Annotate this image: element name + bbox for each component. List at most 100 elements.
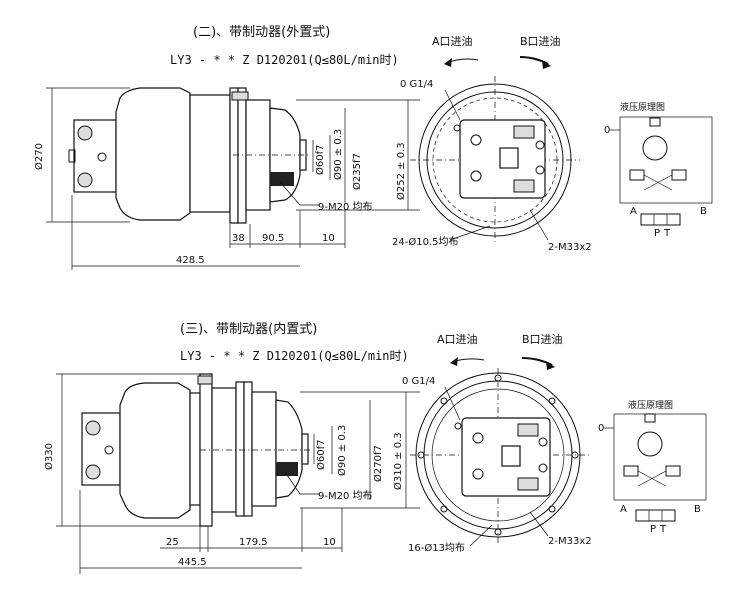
port-b-fitting bbox=[517, 423, 539, 437]
dim-bolts: 9-M20 均布 bbox=[318, 201, 373, 213]
dim-l25: 25 bbox=[166, 537, 179, 548]
port-fitting bbox=[77, 125, 93, 141]
dim-l90: 90.5 bbox=[262, 233, 284, 244]
check-valve bbox=[629, 169, 645, 181]
g-port bbox=[454, 422, 462, 430]
hyd-port-p: P bbox=[650, 524, 656, 535]
brake-symbol bbox=[649, 117, 661, 127]
check-valve bbox=[671, 169, 687, 181]
dim-d90: Ø90 ± 0.3 bbox=[336, 425, 348, 476]
section2-title: (三)、带制动器(内置式) bbox=[180, 321, 317, 337]
side-view-2: Ø330 Ø60f7 Ø90 ± 0.3 Ø270f7 Ø310 ± 0.3 9… bbox=[43, 373, 420, 574]
motor-housing bbox=[115, 87, 191, 221]
dim-bolts: 9-M20 均布 bbox=[318, 490, 373, 502]
dim-d60: Ø60f7 bbox=[314, 145, 326, 175]
flange-ring bbox=[243, 381, 253, 517]
side-view-1: Ø270 Ø60f7 Ø90 ± 0.3 Ø235f7 Ø252 ± 0.3 9… bbox=[33, 87, 420, 270]
dim-l179: 179.5 bbox=[239, 537, 268, 548]
section2-model: LY3 - * * Z D120201(Q≤80L/min时) bbox=[180, 349, 409, 363]
output-cover bbox=[275, 399, 303, 499]
valve-core bbox=[499, 147, 519, 169]
brake-housing bbox=[189, 94, 231, 213]
leader bbox=[529, 209, 549, 241]
dim-l10: 10 bbox=[322, 233, 335, 244]
cross-line bbox=[637, 470, 667, 487]
section-internal-brake: (三)、带制动器(内置式) LY3 - * * Z D120201(Q≤80L/… bbox=[43, 321, 707, 574]
cross-line bbox=[643, 174, 673, 191]
flange-ring bbox=[235, 381, 245, 517]
dim-ports: 2-M33x2 bbox=[548, 536, 592, 547]
output-shaft bbox=[301, 433, 309, 465]
g-port bbox=[453, 124, 461, 132]
hyd-port-t: T bbox=[663, 228, 671, 239]
arrow-a-head-icon bbox=[444, 58, 452, 67]
leader bbox=[444, 89, 461, 121]
hyd-port-b: B bbox=[700, 206, 707, 217]
port-fitting bbox=[104, 445, 114, 455]
directional-valve bbox=[635, 509, 676, 522]
bearing-housing bbox=[251, 391, 277, 507]
pilot-port-label: 0 bbox=[598, 423, 604, 434]
hydraulic-title: 液压原理图 bbox=[620, 101, 665, 113]
bolt-head bbox=[472, 432, 484, 444]
leader bbox=[469, 524, 493, 547]
port-fitting bbox=[97, 152, 107, 162]
bolt-head bbox=[535, 140, 545, 150]
hyd-port-t: T bbox=[659, 524, 667, 535]
hydraulic-title: 液压原理图 bbox=[628, 399, 673, 411]
dim-l10: 10 bbox=[323, 537, 336, 548]
valve-core bbox=[501, 445, 521, 467]
mount-hole bbox=[548, 397, 556, 405]
dim-ports: 2-M33x2 bbox=[548, 242, 592, 253]
dim-d310: Ø310 ± 0.3 bbox=[392, 432, 404, 490]
dim-d60: Ø60f7 bbox=[315, 440, 327, 470]
port-a-label: A口进油 bbox=[432, 34, 473, 48]
mount-hole bbox=[440, 505, 448, 513]
leader bbox=[284, 471, 301, 495]
port-fitting bbox=[85, 420, 101, 436]
dim-l38: 38 bbox=[232, 233, 245, 244]
flange-ring bbox=[237, 87, 247, 224]
mount-hole bbox=[548, 505, 556, 513]
flange-cap bbox=[231, 91, 249, 101]
motor-symbol bbox=[637, 431, 663, 457]
leader bbox=[449, 225, 491, 241]
g-port-label: 0 G1/4 bbox=[400, 79, 433, 90]
dim-d270: Ø270 bbox=[33, 143, 45, 170]
check-valve bbox=[665, 465, 681, 477]
port-a-fitting bbox=[517, 477, 539, 491]
spline-section bbox=[270, 172, 294, 186]
leader bbox=[444, 386, 461, 421]
section1-title: (二)、带制动器(外置式) bbox=[193, 25, 330, 40]
dim-total: 428.5 bbox=[176, 255, 205, 266]
dim-total: 445.5 bbox=[178, 557, 207, 568]
plug bbox=[68, 149, 76, 163]
check-valve bbox=[623, 465, 639, 477]
arrow-a-head-icon bbox=[450, 357, 458, 366]
port-a-label: A口进油 bbox=[437, 332, 478, 346]
arrow-b-head-icon bbox=[542, 60, 551, 69]
dim-d270: Ø270f7 bbox=[372, 445, 384, 482]
pilot-port-label: 0 bbox=[604, 125, 610, 136]
bolt-head bbox=[470, 170, 482, 182]
bolt-head bbox=[472, 468, 484, 480]
port-fitting bbox=[77, 172, 93, 188]
hyd-port-p: P bbox=[654, 228, 660, 239]
motor-housing bbox=[119, 382, 191, 519]
bolt-head bbox=[538, 437, 548, 447]
port-b-fitting bbox=[513, 125, 535, 139]
hyd-port-b: B bbox=[694, 504, 701, 515]
hyd-port-a: A bbox=[630, 206, 637, 217]
dim-d252: Ø252 ± 0.3 bbox=[395, 142, 407, 200]
section1-model: LY3 - * * Z D120201(Q≤80L/min时) bbox=[170, 53, 399, 67]
mount-hole bbox=[440, 397, 448, 405]
hyd-port-a: A bbox=[620, 504, 627, 515]
brake-symbol bbox=[644, 413, 656, 423]
flange-ring bbox=[229, 87, 239, 224]
bolt-head bbox=[470, 134, 482, 146]
hydraulic-schematic-1: 液压原理图 0 A B P T bbox=[604, 101, 713, 239]
g-port-label: 0 G1/4 bbox=[402, 376, 435, 387]
directional-valve bbox=[640, 213, 681, 226]
